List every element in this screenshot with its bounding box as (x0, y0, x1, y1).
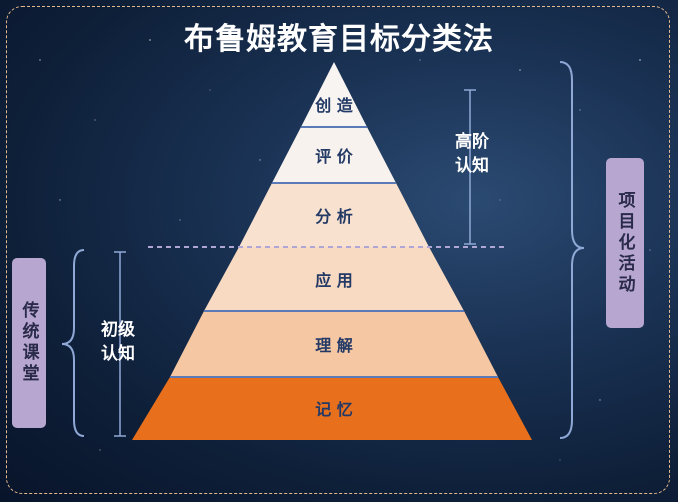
level-understand (170, 311, 498, 377)
right-curly-bracket (559, 61, 585, 439)
level-separators (170, 126, 498, 378)
dashed-frame (6, 6, 670, 494)
level-label-apply: 应 用 (315, 271, 353, 290)
level-evaluate (272, 127, 396, 183)
high-cognition-label: 高阶 认知 (455, 132, 489, 176)
project-activity-label: 项目化活动 (606, 158, 644, 328)
level-create (301, 62, 367, 127)
level-remember (132, 377, 532, 440)
level-label-understand: 理 解 (315, 336, 353, 355)
level-analyze (239, 183, 429, 247)
left-curly-bracket (61, 249, 85, 437)
page-title: 布鲁姆教育目标分类法 (184, 22, 494, 57)
low-cognition-label: 初级 认知 (101, 320, 135, 364)
level-label-remember: 记 忆 (315, 400, 353, 419)
traditional-classroom-label: 传统课堂 (12, 258, 46, 428)
level-apply (204, 247, 464, 311)
level-label-analyze: 分 析 (315, 207, 353, 226)
level-label-evaluate: 评 价 (315, 147, 354, 166)
level-label-create: 创 造 (314, 96, 354, 115)
